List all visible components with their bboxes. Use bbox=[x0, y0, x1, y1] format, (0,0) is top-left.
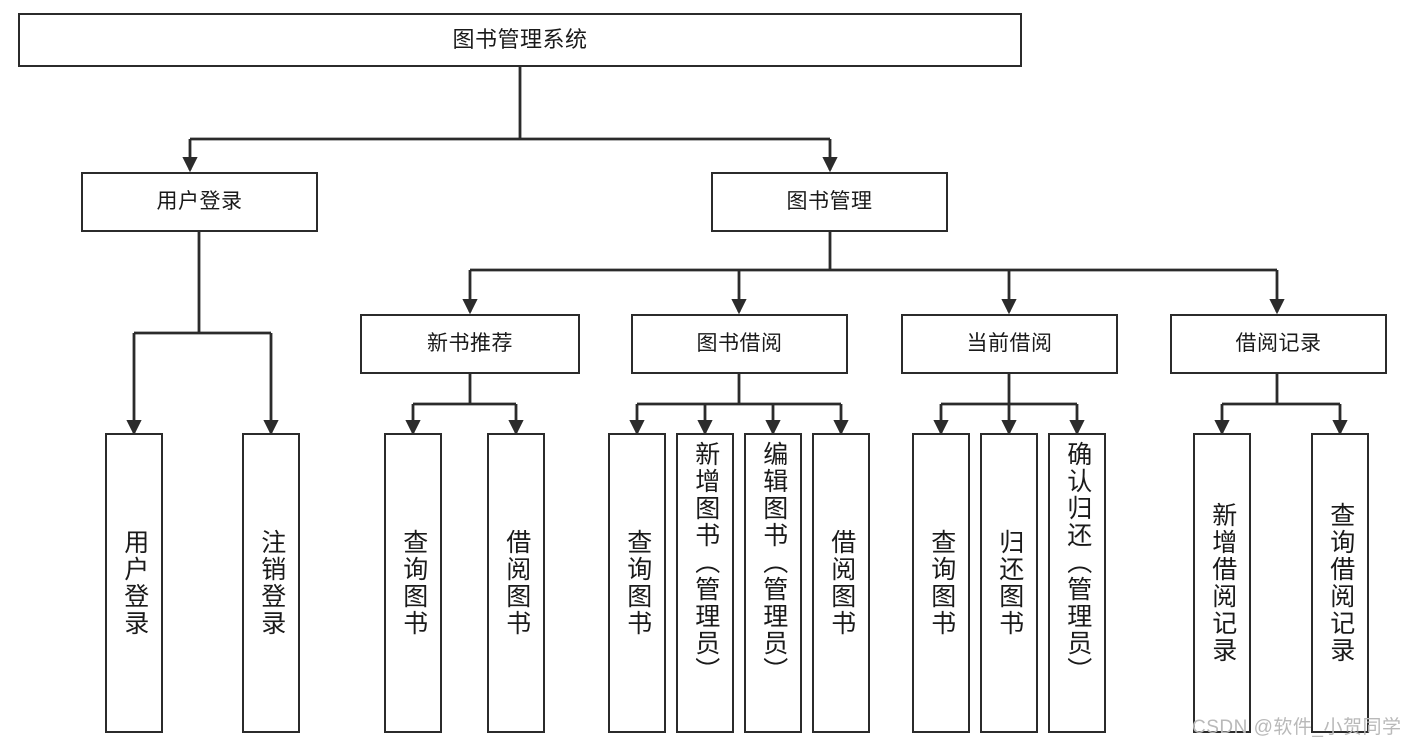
leaf-borrow-record-query-record[interactable]: 查询借阅记录 bbox=[1311, 433, 1369, 733]
leaf-book-borrow-edit-book-label: 编辑图书（管理员） bbox=[759, 441, 788, 684]
watermark-text: CSDN @软件_小贺同学 bbox=[1192, 717, 1402, 738]
node-user-login[interactable]: 用户登录 bbox=[81, 172, 318, 232]
leaf-new-book-query-book[interactable]: 查询图书 bbox=[384, 433, 442, 733]
node-root-system-label: 图书管理系统 bbox=[452, 26, 588, 52]
leaf-new-book-query-book-label: 查询图书 bbox=[399, 529, 428, 637]
leaf-new-book-borrow-book[interactable]: 借阅图书 bbox=[487, 433, 545, 733]
node-book-management[interactable]: 图书管理 bbox=[711, 172, 948, 232]
node-book-borrow-label: 图书借阅 bbox=[696, 332, 783, 356]
node-new-book-recommend[interactable]: 新书推荐 bbox=[360, 314, 580, 374]
leaf-book-borrow-edit-book[interactable]: 编辑图书（管理员） bbox=[744, 433, 802, 733]
node-user-login-label: 用户登录 bbox=[156, 190, 243, 214]
node-current-borrow[interactable]: 当前借阅 bbox=[901, 314, 1118, 374]
node-current-borrow-label: 当前借阅 bbox=[966, 332, 1053, 356]
leaf-book-borrow-add-book-label: 新增图书（管理员） bbox=[691, 441, 720, 684]
leaf-current-borrow-confirm-return[interactable]: 确认归还（管理员） bbox=[1048, 433, 1106, 733]
leaf-current-borrow-query-book[interactable]: 查询图书 bbox=[912, 433, 970, 733]
leaf-borrow-record-add-record[interactable]: 新增借阅记录 bbox=[1193, 433, 1251, 733]
node-book-borrow[interactable]: 图书借阅 bbox=[631, 314, 848, 374]
leaf-borrow-record-query-record-label: 查询借阅记录 bbox=[1326, 502, 1355, 664]
leaf-user-login-logout[interactable]: 注销登录 bbox=[242, 433, 300, 733]
leaf-user-login-login[interactable]: 用户登录 bbox=[105, 433, 163, 733]
leaf-user-login-logout-label: 注销登录 bbox=[257, 529, 286, 637]
node-new-book-recommend-label: 新书推荐 bbox=[427, 332, 513, 356]
leaf-book-borrow-borrow-book-label: 借阅图书 bbox=[827, 529, 856, 637]
leaf-book-borrow-query-book[interactable]: 查询图书 bbox=[608, 433, 666, 733]
node-borrow-record[interactable]: 借阅记录 bbox=[1170, 314, 1387, 374]
leaf-book-borrow-borrow-book[interactable]: 借阅图书 bbox=[812, 433, 870, 733]
leaf-borrow-record-add-record-label: 新增借阅记录 bbox=[1208, 502, 1237, 664]
leaf-current-borrow-return-book[interactable]: 归还图书 bbox=[980, 433, 1038, 733]
node-borrow-record-label: 借阅记录 bbox=[1235, 332, 1322, 356]
leaf-current-borrow-confirm-return-label: 确认归还（管理员） bbox=[1063, 441, 1092, 684]
leaf-new-book-borrow-book-label: 借阅图书 bbox=[502, 529, 531, 637]
leaf-user-login-login-label: 用户登录 bbox=[120, 529, 149, 637]
leaf-book-borrow-add-book[interactable]: 新增图书（管理员） bbox=[676, 433, 734, 733]
node-root-system[interactable]: 图书管理系统 bbox=[18, 13, 1022, 67]
leaf-book-borrow-query-book-label: 查询图书 bbox=[623, 529, 652, 637]
node-book-management-label: 图书管理 bbox=[786, 190, 873, 214]
leaf-current-borrow-return-book-label: 归还图书 bbox=[995, 529, 1024, 637]
leaf-current-borrow-query-book-label: 查询图书 bbox=[927, 529, 956, 637]
